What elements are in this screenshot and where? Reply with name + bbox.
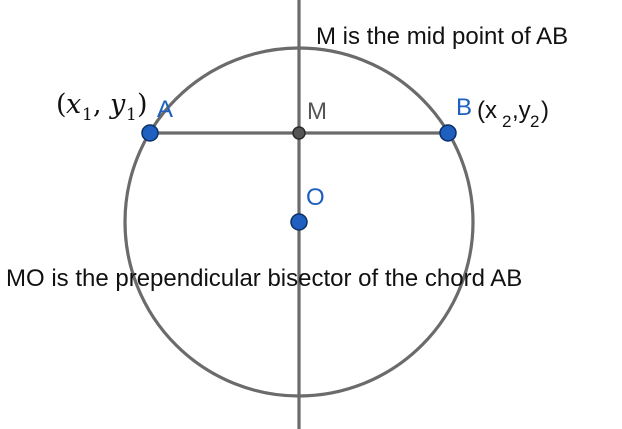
bisector-note: MO is the prependicular bisector of the … xyxy=(6,265,522,292)
coord-b-x-sub: 2 xyxy=(502,112,511,131)
point-b xyxy=(439,124,457,142)
point-a-label: A xyxy=(157,96,173,123)
point-a xyxy=(141,124,159,142)
coord-a-y-sub: 1 xyxy=(126,105,137,125)
coord-a-y: y xyxy=(109,89,126,120)
point-m-label: M xyxy=(307,98,327,125)
coord-a-x: x xyxy=(66,89,81,120)
coord-a-close: ) xyxy=(137,89,148,120)
point-m xyxy=(292,126,306,140)
midpoint-note: M is the mid point of AB xyxy=(316,23,568,50)
coord-b-close: ) xyxy=(541,97,549,124)
point-o xyxy=(290,213,308,231)
coord-b-comma-y: ,y xyxy=(512,97,531,124)
coord-b-open-x: (x xyxy=(477,97,497,124)
point-o-label: O xyxy=(306,184,325,211)
coord-a-x-sub: 1 xyxy=(82,105,93,125)
point-a-coordinates: ( x 1 , y 1 ) xyxy=(56,89,148,125)
point-b-coordinates: (x 2 ,y 2 ) xyxy=(477,97,549,131)
coord-a-comma: , xyxy=(93,89,102,120)
coord-a-open: ( xyxy=(56,89,67,120)
point-b-label: B xyxy=(456,94,472,121)
coord-b-y-sub: 2 xyxy=(530,112,539,131)
